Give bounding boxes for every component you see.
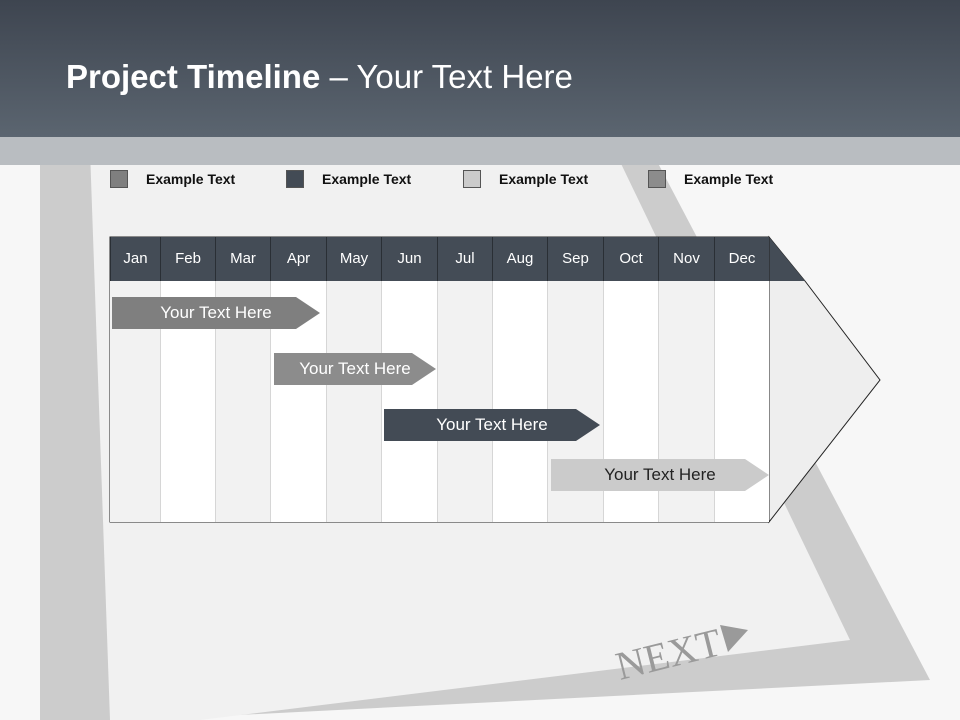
month-column — [437, 281, 492, 522]
legend-item: Example Text — [110, 170, 235, 188]
month-header-jun: Jun — [381, 237, 437, 281]
month-header-sep: Sep — [547, 237, 603, 281]
month-header-aug: Aug — [492, 237, 547, 281]
task-bar[interactable]: Your Text Here — [112, 297, 320, 329]
task-bar[interactable]: Your Text Here — [274, 353, 436, 385]
month-column — [381, 281, 437, 522]
legend-swatch — [110, 170, 128, 188]
month-header-jul: Jul — [437, 237, 492, 281]
page-title: Project Timeline – Your Text Here — [66, 58, 573, 95]
legend-item: Example Text — [286, 170, 411, 188]
legend-item: Example Text — [463, 170, 588, 188]
month-header-apr: Apr — [270, 237, 326, 281]
month-header-mar: Mar — [215, 237, 270, 281]
header-bar — [0, 0, 960, 137]
legend-swatch — [286, 170, 304, 188]
task-bar[interactable]: Your Text Here — [384, 409, 600, 441]
month-header-nov: Nov — [658, 237, 714, 281]
month-header-may: May — [326, 237, 381, 281]
legend-item: Example Text — [648, 170, 773, 188]
month-column — [326, 281, 381, 522]
month-header-jan: Jan — [110, 237, 160, 281]
month-header-feb: Feb — [160, 237, 215, 281]
month-column — [492, 281, 547, 522]
month-header-dec: Dec — [714, 237, 769, 281]
header-strip — [0, 137, 960, 165]
month-header-oct: Oct — [603, 237, 658, 281]
legend-swatch — [648, 170, 666, 188]
task-bar[interactable]: Your Text Here — [551, 459, 769, 491]
legend-swatch — [463, 170, 481, 188]
